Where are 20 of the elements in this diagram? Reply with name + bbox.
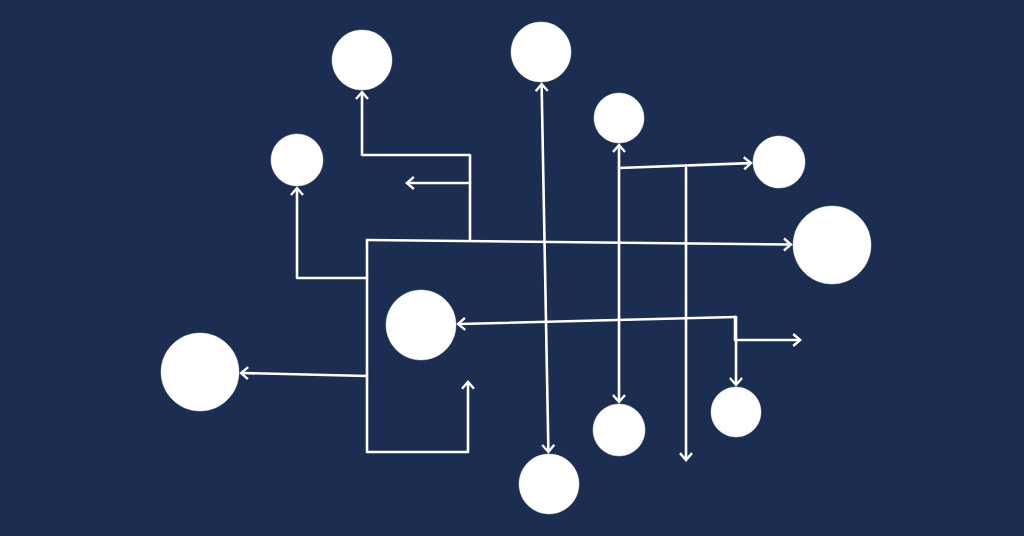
arrow <box>355 90 472 242</box>
circle <box>518 453 580 515</box>
arrow <box>239 366 369 381</box>
arrow <box>534 82 556 454</box>
circle <box>593 92 645 144</box>
arrow <box>617 156 753 171</box>
arrow <box>612 143 626 404</box>
circle <box>331 29 393 91</box>
arrow <box>456 315 737 331</box>
arrow <box>290 186 369 280</box>
arrow <box>729 315 743 387</box>
circle <box>792 205 872 285</box>
circle <box>510 21 572 83</box>
circle <box>385 289 457 361</box>
circle <box>592 403 646 457</box>
circle <box>270 133 324 187</box>
circle <box>160 332 240 412</box>
arrow <box>365 237 793 252</box>
circle <box>752 135 806 189</box>
circle <box>710 386 762 438</box>
